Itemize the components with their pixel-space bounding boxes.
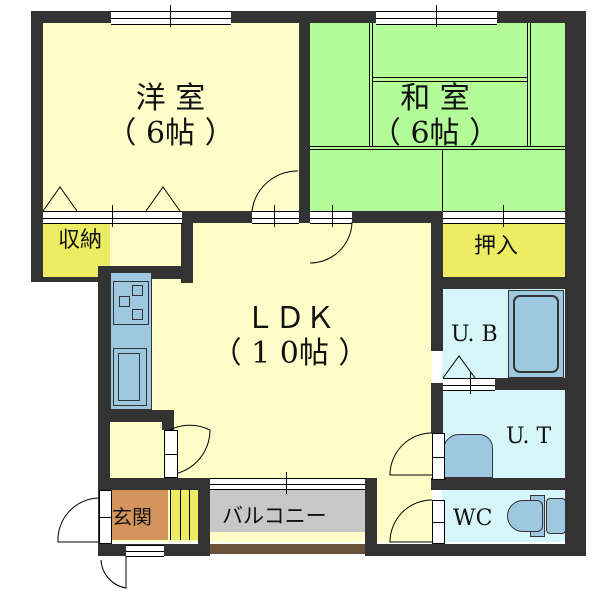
- wall-right: [565, 11, 586, 556]
- entrance-label: 玄関: [112, 505, 152, 529]
- toilet-label: WC: [453, 506, 493, 531]
- wall-storage-right: [181, 211, 193, 283]
- washbasin-icon: [443, 434, 493, 478]
- shoe-rack: [170, 488, 199, 540]
- wall-kitchen-stub: [162, 410, 174, 430]
- wall-entrance-top: [98, 478, 210, 490]
- wall-middle-vertical: [299, 11, 310, 223]
- sink-icon: [113, 348, 147, 406]
- bathtub-icon: [508, 290, 564, 378]
- tatami-lines: [309, 22, 575, 217]
- closet-room: [442, 222, 565, 277]
- door-frame-western: [252, 211, 299, 224]
- western-room: [42, 22, 299, 217]
- door-frame-entrance-bottom: [126, 545, 164, 557]
- window-western: [111, 11, 231, 25]
- window-balcony: [210, 478, 365, 490]
- japanese-room-size: （ 6帖 ）: [370, 115, 500, 151]
- wall-bottom-right: [365, 544, 586, 556]
- storage-label: 収納: [58, 228, 103, 253]
- ldk-name: ＬＤＫ: [245, 301, 335, 336]
- wall-top-right: [497, 11, 586, 23]
- utility-label: U. T: [506, 424, 552, 449]
- door-frame-kitchen: [164, 430, 178, 478]
- balcony-edge: [210, 544, 365, 554]
- stove-icon: [113, 281, 149, 325]
- western-room-label: 洋 室 （ 6帖 ）: [42, 81, 299, 151]
- unit-bath-label: U. B: [451, 322, 498, 347]
- wall-left-upper: [31, 11, 43, 281]
- toilet-bowl-icon: [507, 500, 543, 532]
- toilet-tank-icon: [546, 498, 566, 534]
- closet-label: 押入: [474, 234, 519, 259]
- ldk-size: （ 1 0帖 ）: [211, 335, 369, 371]
- wall-western-bottom: [182, 211, 252, 223]
- balcony-room: [210, 488, 365, 532]
- wall-ut-bottom: [431, 478, 571, 490]
- door-frame-ub: [443, 378, 495, 391]
- western-room-name: 洋 室: [135, 81, 206, 116]
- wall-balcony-right: [365, 478, 377, 556]
- japanese-room-name: 和 室: [400, 81, 470, 116]
- western-room-size: （ 6帖 ）: [106, 115, 235, 151]
- wall-entrance-inner: [198, 478, 210, 556]
- wall-ub-bottom: [495, 378, 570, 390]
- wall-storage-bottom-left: [31, 277, 100, 282]
- ldk-label: ＬＤＫ （ 1 0帖 ）: [200, 301, 380, 371]
- entrance-room: [110, 488, 168, 540]
- door-frame-wc: [432, 500, 445, 544]
- door-frame-ut: [432, 433, 445, 480]
- wall-japanese-bottom: [352, 211, 442, 223]
- kitchen-counter: [110, 272, 152, 410]
- wall-closet-bottom: [431, 277, 571, 289]
- wall-top-left: [31, 11, 111, 23]
- door-frame-japanese: [310, 211, 352, 224]
- japanese-room-label: 和 室 （ 6帖 ）: [360, 81, 510, 151]
- wall-kitchen-bottom: [98, 410, 166, 422]
- door-frame-entrance: [99, 490, 112, 544]
- wall-bath-left-low: [431, 383, 443, 433]
- balcony-label: バルコニー: [222, 504, 327, 528]
- sliding-door-closet: [443, 211, 565, 224]
